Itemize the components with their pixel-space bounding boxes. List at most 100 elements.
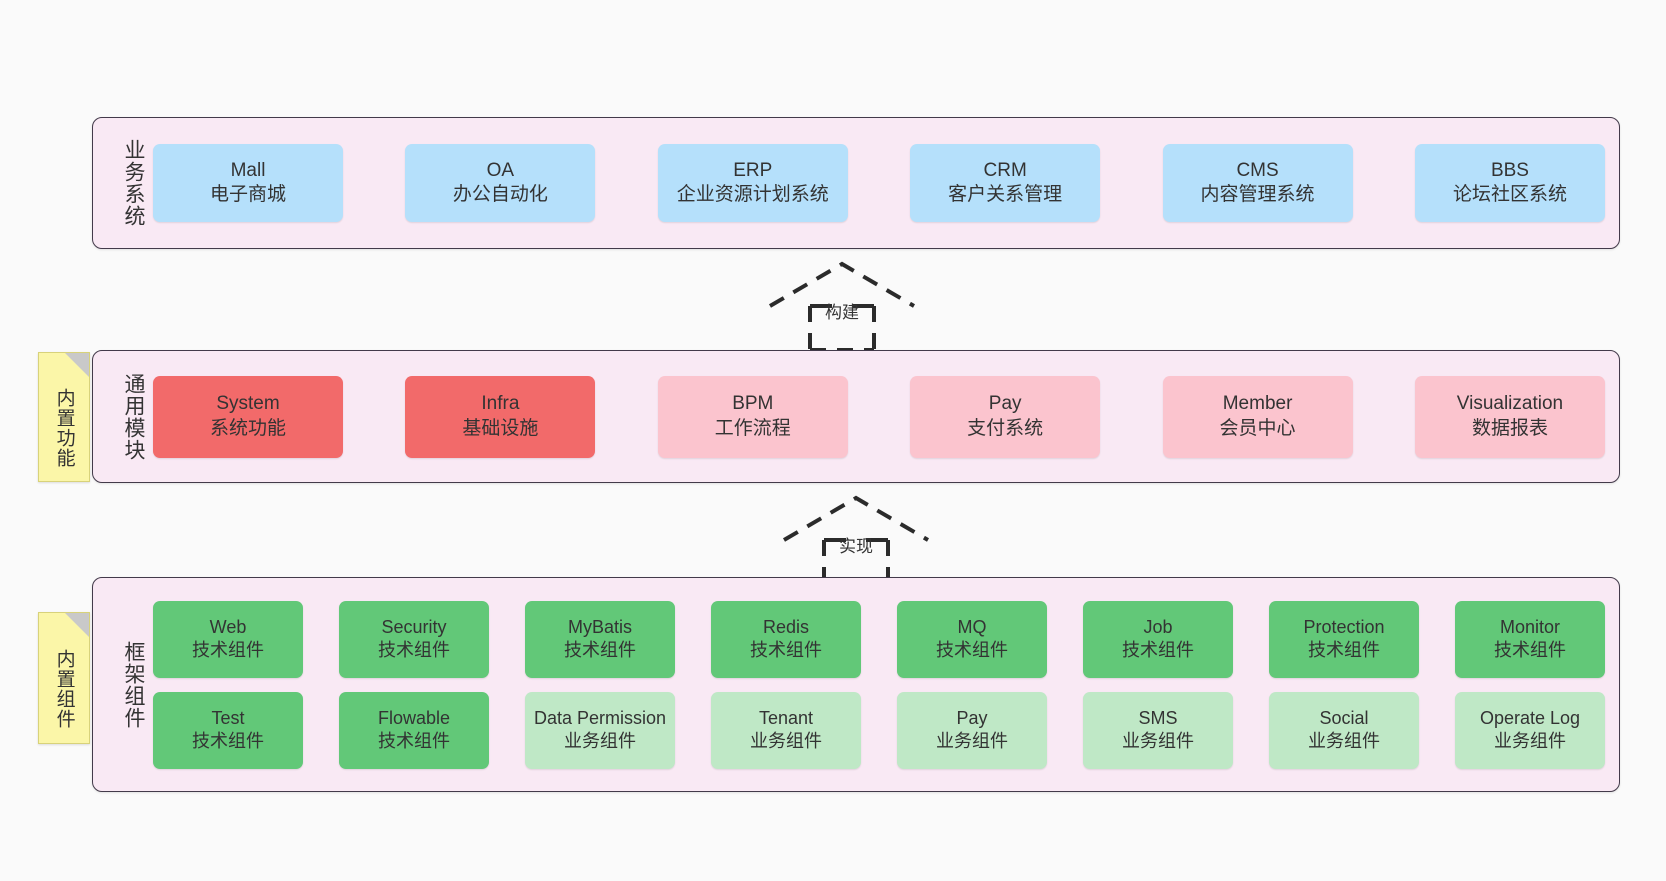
card-crm-title: CRM <box>983 159 1027 181</box>
card-erp-subtitle: 企业资源计划系统 <box>676 184 829 205</box>
layer-common-modules-label: 通用模块 <box>122 372 145 461</box>
card-tenant-subtitle: 业务组件 <box>750 731 822 751</box>
layer-framework-components-label: 框架组件 <box>122 640 145 729</box>
card-infra[interactable]: Infra 基础设施 <box>405 375 596 458</box>
card-system-subtitle: 系统功能 <box>209 417 286 439</box>
card-crm-subtitle: 客户关系管理 <box>948 184 1063 205</box>
card-mall[interactable]: Mall 电子商城 <box>153 144 343 222</box>
card-erp[interactable]: ERP 企业资源计划系统 <box>657 144 848 222</box>
card-redis-title: Redis <box>762 616 810 637</box>
card-tenant-title: Tenant <box>758 707 814 728</box>
card-oa-title: OA <box>486 159 515 181</box>
card-security-subtitle: 技术组件 <box>378 640 450 660</box>
card-crm[interactable]: CRM 客户关系管理 <box>910 144 1101 222</box>
layer-business-systems[interactable]: 业务系统 Mall 电子商城 OA 办公自动化 ERP 企业资源计划系统 CRM… <box>92 117 1620 249</box>
card-visualization-subtitle: 数据报表 <box>1471 417 1548 439</box>
card-social[interactable]: Social 业务组件 <box>1269 691 1419 769</box>
card-pay-module[interactable]: Pay 支付系统 <box>910 375 1101 458</box>
connector-build-label: 构建 <box>825 303 859 322</box>
common-modules-row: System 系统功能 Infra 基础设施 BPM 工作流程 Pay 支付系统… <box>153 375 1605 458</box>
card-oa-subtitle: 办公自动化 <box>452 184 548 205</box>
card-cms-subtitle: 内容管理系统 <box>1200 184 1315 205</box>
card-protection-subtitle: 技术组件 <box>1308 640 1380 660</box>
card-monitor-title: Monitor <box>1499 616 1561 637</box>
note-fold-icon <box>65 613 89 637</box>
card-mq-title: MQ <box>957 616 987 637</box>
card-member-title: Member <box>1222 393 1293 415</box>
card-test-subtitle: 技术组件 <box>192 731 264 751</box>
card-flowable[interactable]: Flowable 技术组件 <box>339 691 489 769</box>
card-mybatis-subtitle: 技术组件 <box>564 640 636 660</box>
card-sms[interactable]: SMS 业务组件 <box>1083 691 1233 769</box>
card-job-subtitle: 技术组件 <box>1122 640 1194 660</box>
card-data-permission-subtitle: 业务组件 <box>564 731 636 751</box>
card-bpm-title: BPM <box>732 393 774 415</box>
connector-build: 构建 <box>762 258 922 353</box>
card-bpm-subtitle: 工作流程 <box>714 417 791 439</box>
business-systems-row: Mall 电子商城 OA 办公自动化 ERP 企业资源计划系统 CRM 客户关系… <box>153 144 1605 222</box>
card-data-permission[interactable]: Data Permission 业务组件 <box>525 691 675 769</box>
note-fold-icon <box>65 353 89 377</box>
note-builtin-components[interactable]: 内置组件 <box>38 612 90 744</box>
card-sms-subtitle: 业务组件 <box>1122 731 1194 751</box>
layer-common-modules[interactable]: 通用模块 System 系统功能 Infra 基础设施 BPM 工作流程 Pay… <box>92 350 1620 483</box>
framework-components-rows: Web 技术组件 Security 技术组件 MyBatis 技术组件 Redi… <box>153 600 1605 769</box>
card-infra-title: Infra <box>481 393 520 415</box>
card-bbs-subtitle: 论坛社区系统 <box>1452 184 1567 205</box>
card-mq-subtitle: 技术组件 <box>936 640 1008 660</box>
card-pay-module-subtitle: 支付系统 <box>967 417 1044 439</box>
card-test[interactable]: Test 技术组件 <box>153 691 303 769</box>
card-monitor-subtitle: 技术组件 <box>1494 640 1566 660</box>
card-bpm[interactable]: BPM 工作流程 <box>657 375 848 458</box>
card-flowable-title: Flowable <box>377 707 451 728</box>
card-security[interactable]: Security 技术组件 <box>339 600 489 678</box>
card-redis-subtitle: 技术组件 <box>750 640 822 660</box>
card-infra-subtitle: 基础设施 <box>462 417 539 439</box>
connector-implement: 实现 <box>776 492 936 587</box>
card-job[interactable]: Job 技术组件 <box>1083 600 1233 678</box>
card-visualization-title: Visualization <box>1456 393 1564 415</box>
card-pay-component-title: Pay <box>956 707 988 728</box>
note-builtin-features-label: 内置功能 <box>53 388 75 468</box>
card-sms-title: SMS <box>1138 707 1178 728</box>
card-mall-title: Mall <box>230 159 266 181</box>
card-operate-log[interactable]: Operate Log 业务组件 <box>1455 691 1605 769</box>
card-mall-subtitle: 电子商城 <box>209 184 286 205</box>
card-cms[interactable]: CMS 内容管理系统 <box>1162 144 1353 222</box>
card-mybatis[interactable]: MyBatis 技术组件 <box>525 600 675 678</box>
card-system[interactable]: System 系统功能 <box>153 375 343 458</box>
card-mq[interactable]: MQ 技术组件 <box>897 600 1047 678</box>
card-flowable-subtitle: 技术组件 <box>378 731 450 751</box>
card-bbs[interactable]: BBS 论坛社区系统 <box>1414 144 1605 222</box>
note-builtin-features[interactable]: 内置功能 <box>38 352 90 482</box>
card-bbs-title: BBS <box>1490 159 1529 181</box>
card-erp-title: ERP <box>733 159 773 181</box>
card-operate-log-title: Operate Log <box>1479 707 1581 728</box>
layer-framework-components[interactable]: 框架组件 Web 技术组件 Security 技术组件 MyBatis 技术组件 <box>92 577 1620 792</box>
card-test-title: Test <box>211 707 245 728</box>
card-web-title: Web <box>209 616 247 637</box>
card-web[interactable]: Web 技术组件 <box>153 600 303 678</box>
card-pay-component[interactable]: Pay 业务组件 <box>897 691 1047 769</box>
framework-row-tech: Web 技术组件 Security 技术组件 MyBatis 技术组件 Redi… <box>153 600 1605 678</box>
card-job-title: Job <box>1143 616 1173 637</box>
card-protection[interactable]: Protection 技术组件 <box>1269 600 1419 678</box>
card-member[interactable]: Member 会员中心 <box>1162 375 1353 458</box>
card-visualization[interactable]: Visualization 数据报表 <box>1414 375 1605 458</box>
card-social-title: Social <box>1319 707 1369 728</box>
card-security-title: Security <box>381 616 447 637</box>
card-oa[interactable]: OA 办公自动化 <box>405 144 596 222</box>
card-redis[interactable]: Redis 技术组件 <box>711 600 861 678</box>
card-monitor[interactable]: Monitor 技术组件 <box>1455 600 1605 678</box>
connector-implement-label: 实现 <box>839 537 873 556</box>
card-tenant[interactable]: Tenant 业务组件 <box>711 691 861 769</box>
card-protection-title: Protection <box>1303 616 1385 637</box>
card-cms-title: CMS <box>1236 159 1279 181</box>
card-operate-log-subtitle: 业务组件 <box>1494 731 1566 751</box>
note-builtin-components-label: 内置组件 <box>53 649 75 729</box>
layer-framework-components-body: Web 技术组件 Security 技术组件 MyBatis 技术组件 Redi… <box>149 578 1619 791</box>
card-data-permission-title: Data Permission <box>533 707 667 728</box>
layer-common-modules-body: System 系统功能 Infra 基础设施 BPM 工作流程 Pay 支付系统… <box>149 351 1619 482</box>
layer-business-systems-label: 业务系统 <box>122 139 145 227</box>
